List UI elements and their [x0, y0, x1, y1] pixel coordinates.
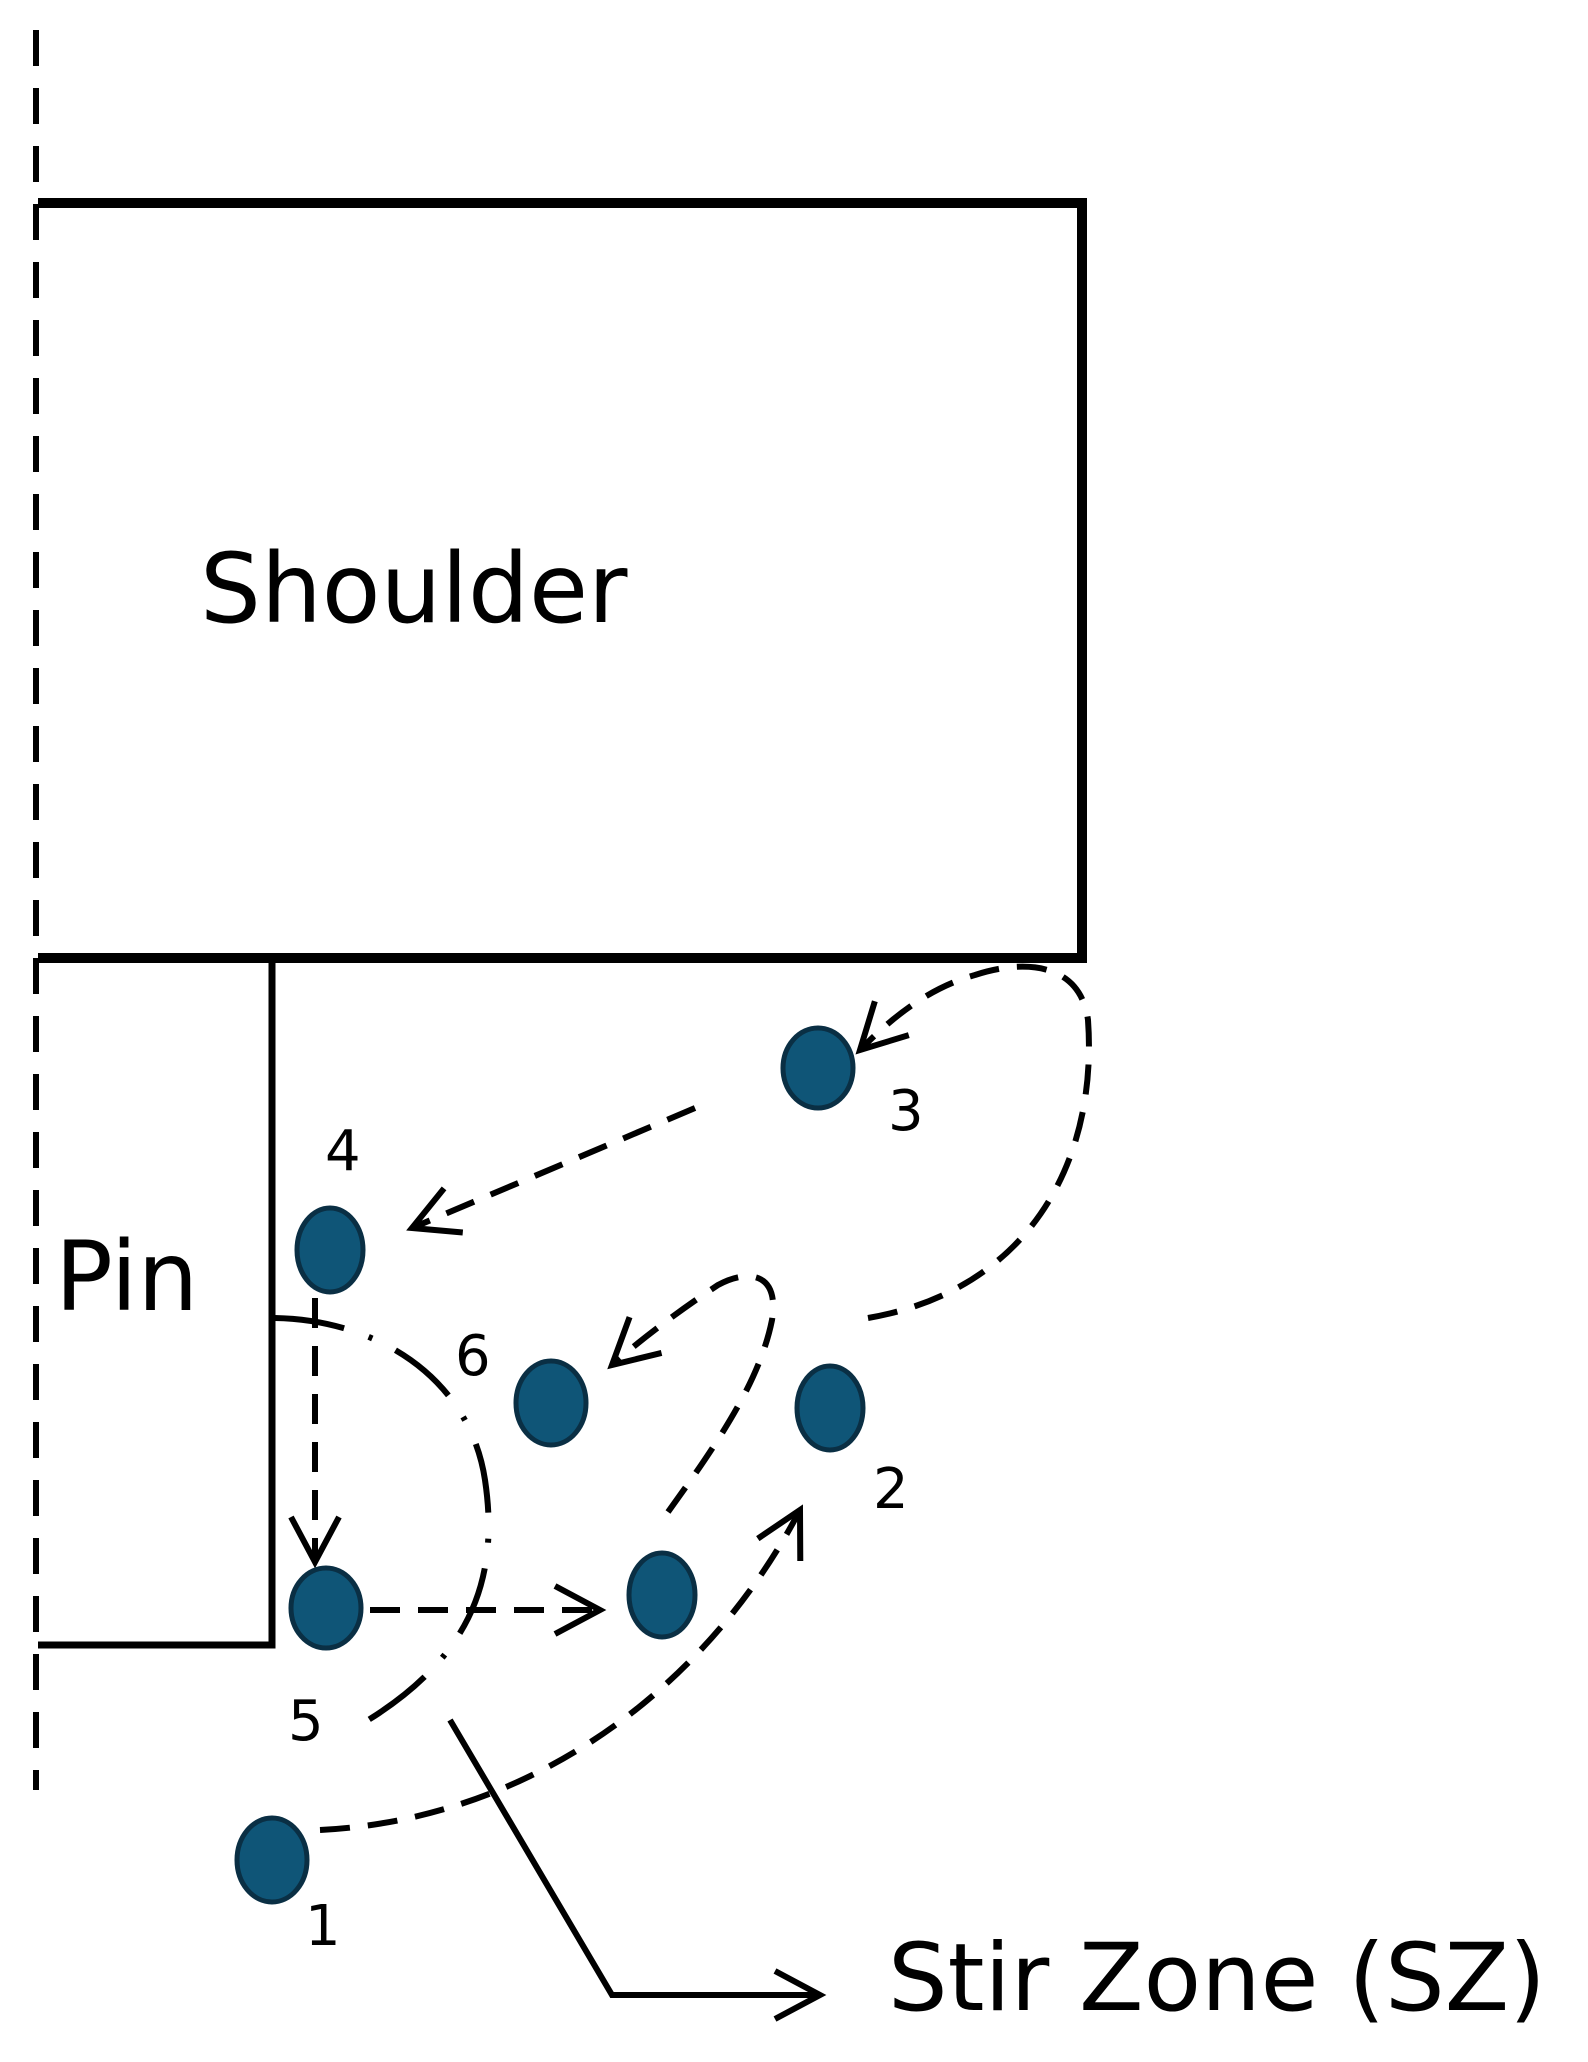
flow-path-2-to-3: [855, 963, 1092, 1321]
point-3-marker: [780, 1025, 856, 1111]
stir-zone-label: Stir Zone (SZ): [888, 1924, 1546, 2033]
flow-path-3-to-4: [406, 1105, 697, 1236]
point-2-marker: [794, 1363, 866, 1453]
stir-zone-boundary: [274, 1315, 492, 1728]
point-6-marker: [513, 1358, 589, 1448]
point-inner-marker: [626, 1550, 698, 1640]
shoulder-label: Shoulder: [200, 533, 628, 645]
stir-zone-leader: [447, 1718, 827, 2022]
pin-outline: [38, 962, 276, 1649]
point-5-label: 5: [288, 1689, 324, 1754]
shoulder-outline: [38, 198, 1087, 963]
point-2-label: 2: [873, 1457, 909, 1522]
point-1-label: 1: [305, 1894, 341, 1959]
point-1-marker: [234, 1815, 310, 1905]
point-3-label: 3: [888, 1079, 924, 1144]
point-4-marker: [294, 1205, 366, 1295]
material-points: [234, 1025, 866, 1905]
flow-path-1-to-2: [319, 1504, 804, 1833]
flow-path-inner-to-6: [607, 1273, 777, 1514]
point-5-marker: [288, 1565, 364, 1651]
point-6-label: 6: [455, 1324, 491, 1389]
point-4-label: 4: [325, 1119, 361, 1184]
pin-label: Pin: [55, 1221, 198, 1333]
